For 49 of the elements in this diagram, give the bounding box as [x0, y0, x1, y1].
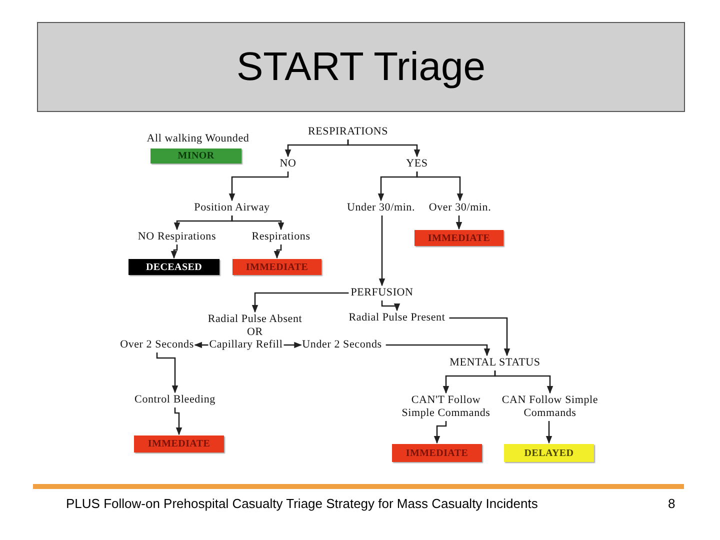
triage-tag: IMMEDIATE [232, 259, 322, 275]
step-label: NO Respirations [138, 230, 216, 244]
step-label: OR [247, 326, 263, 339]
step-label: Over 2 Seconds [120, 338, 194, 352]
step-label: Position Airway [194, 202, 270, 214]
arrow [434, 421, 447, 444]
step-label: RESPIRATIONS [308, 126, 388, 138]
step-label: Control Bleeding [134, 394, 216, 406]
step-label: Respirations [252, 230, 310, 244]
arrow [156, 352, 178, 394]
page-number: 8 [668, 496, 676, 511]
footer-text: PLUS Follow-on Prehospital Casualty Triage Strategy for Mass Casualty Incidents [66, 496, 538, 511]
arrow [252, 292, 349, 313]
arrow [494, 370, 554, 394]
step-label: Radial Pulse Present [348, 312, 446, 324]
title: START Triage [236, 44, 486, 90]
arrow [284, 342, 302, 348]
arrow [386, 344, 490, 356]
arrow [274, 244, 282, 259]
step-label: YES [406, 158, 428, 170]
step-label: Radial Pulse Absent [208, 313, 302, 326]
step-label: CAN'T Follow Simple Commands [400, 394, 492, 420]
triage-tag: IMMEDIATE [134, 436, 224, 452]
step-label: Under 2 Seconds [302, 338, 382, 352]
triage-tag: MINOR [150, 148, 242, 164]
arrow [416, 172, 464, 202]
arrow [228, 172, 289, 202]
triage-tag: IMMEDIATE [392, 444, 482, 462]
triage-tag: DELAYED [504, 444, 594, 462]
step-label: MENTAL STATUS [450, 356, 540, 370]
step-label: PERFUSION [350, 286, 414, 300]
step-label: CAN Follow Simple Commands [500, 394, 600, 420]
arrow [347, 140, 420, 158]
arrow [378, 216, 386, 286]
arrow [546, 421, 552, 444]
arrow [231, 216, 284, 230]
triage-tag: DECEASED [128, 259, 220, 275]
step-label: Capillary Refill [209, 338, 283, 352]
arrow [170, 244, 178, 259]
step-label: All walking Wounded [146, 132, 250, 146]
arrow [456, 216, 462, 230]
arrow [449, 317, 510, 356]
arrow [174, 408, 182, 436]
arrow [381, 300, 400, 312]
step-label: Under 30/min. [346, 202, 416, 214]
triage-tag: IMMEDIATE [414, 230, 504, 246]
step-label: Over 30/min. [428, 202, 492, 214]
arrow [194, 342, 208, 348]
step-label: NO [280, 158, 296, 170]
